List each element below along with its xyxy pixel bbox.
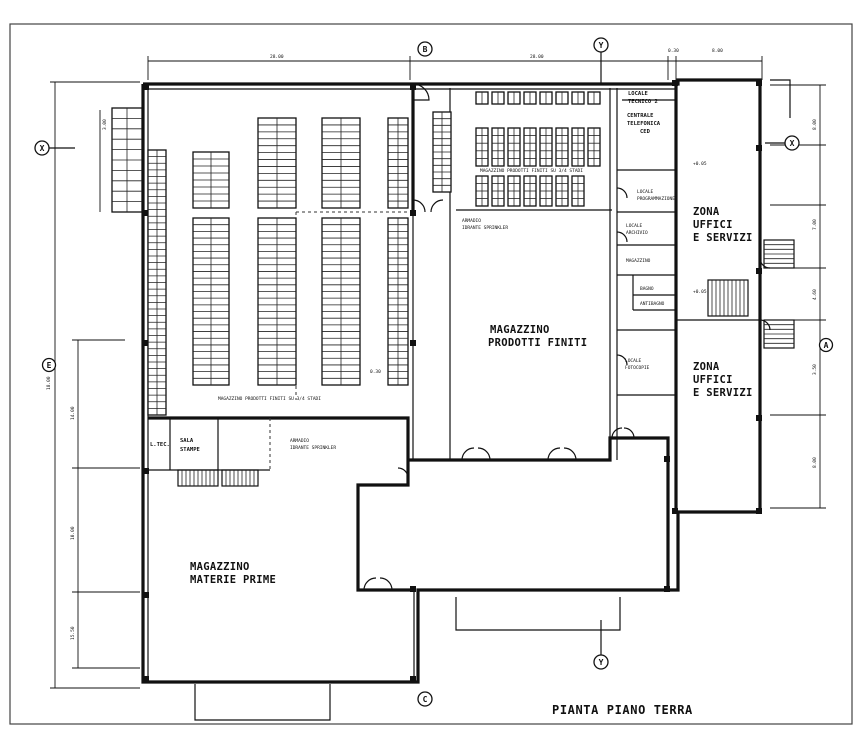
room-print-line1: SALA xyxy=(180,438,194,444)
room-offices-upper-line1: ZONA xyxy=(693,206,720,218)
axis-marker-b: B xyxy=(417,41,433,57)
level-lower: +0.05 xyxy=(693,289,707,295)
hydrant-note-1a: ARMADIO xyxy=(462,218,481,224)
svg-text:X: X xyxy=(790,139,795,148)
svg-text:X: X xyxy=(40,144,45,153)
dim-top-4: 8.00 xyxy=(712,48,723,54)
room-programming-line1: LOCALE xyxy=(637,189,654,195)
dim-left-2: 14.00 xyxy=(70,406,76,420)
dim-right-1: 8.00 xyxy=(812,119,818,130)
dim-top-1: 28.00 xyxy=(270,54,284,60)
stairs xyxy=(177,239,795,487)
shelving-note-top: MAGAZZINO PRODOTTI FINITI SU 3/4 STADI xyxy=(480,168,583,174)
room-raw-materials-line1: MAGAZZINO xyxy=(190,561,250,573)
room-programming-line2: PROGRAMMAZIONE xyxy=(637,196,675,202)
sheet-border xyxy=(9,23,853,725)
room-bathroom: BAGNO xyxy=(640,286,654,292)
room-offices-upper-line2: UFFICI xyxy=(693,219,733,231)
dim-left-1: 18.00 xyxy=(46,376,52,390)
room-phone-line3: CED xyxy=(640,129,651,135)
doors xyxy=(363,83,771,591)
dimension-labels: 28.00 28.00 0.30 8.00 18.00 14.00 10.00 … xyxy=(46,48,818,640)
svg-text:Y: Y xyxy=(599,41,604,50)
room-archive-line2: ARCHIVIO xyxy=(626,230,648,236)
section-marker-x-right: X xyxy=(765,135,800,151)
room-finished-goods-line1: MAGAZZINO xyxy=(490,324,550,336)
room-tech: L.TEC. xyxy=(150,442,170,448)
room-labels: MAGAZZINO PRODOTTI FINITI MAGAZZINO MATE… xyxy=(150,91,753,586)
svg-text:A: A xyxy=(824,341,829,350)
shelving-racks xyxy=(111,91,601,416)
room-offices-lower-line2: UFFICI xyxy=(693,374,733,386)
room-print-line2: STAMPE xyxy=(180,447,200,453)
svg-text:E: E xyxy=(47,361,52,370)
drawing-title: PIANTA PIANO TERRA xyxy=(552,703,693,717)
room-raw-materials-line2: MATERIE PRIME xyxy=(190,574,276,586)
hydrant-note-2a: ARMADIO xyxy=(290,438,309,444)
dim-right-3: 4.60 xyxy=(812,289,818,300)
room-antebathroom: ANTIBAGNO xyxy=(640,301,665,307)
room-offices-upper-line3: E SERVIZI xyxy=(693,232,753,244)
section-marker-y-bottom: Y xyxy=(593,620,609,670)
room-archive-line1: LOCALE xyxy=(626,223,643,229)
axis-marker-a: A xyxy=(818,337,834,353)
structural-columns xyxy=(143,80,762,682)
svg-text:Y: Y xyxy=(599,658,604,667)
room-copy-line1: LOCALE xyxy=(625,358,642,364)
room-storage: MAGAZZINO xyxy=(626,258,651,264)
room-offices-lower-line3: E SERVIZI xyxy=(693,387,753,399)
dim-right-4: 3.50 xyxy=(812,364,818,375)
loading-canopies xyxy=(194,79,791,721)
room-finished-goods-line2: PRODOTTI FINITI xyxy=(488,337,587,349)
dim-top-3: 0.30 xyxy=(668,48,679,54)
room-offices-lower-line1: ZONA xyxy=(693,361,720,373)
room-phone-line2: TELEFONICA xyxy=(627,121,661,127)
dim-inner: 0.30 xyxy=(370,369,381,375)
room-copy-line2: FOTOCOPIE xyxy=(625,365,650,371)
interior-walls xyxy=(148,80,760,592)
level-upper: +0.05 xyxy=(693,161,707,167)
axis-marker-c: C xyxy=(417,691,433,707)
dim-right-2: 7.00 xyxy=(812,219,818,230)
room-tech2-line2: TECNICO 2 xyxy=(628,99,658,105)
dim-left-3: 10.00 xyxy=(70,526,76,540)
section-marker-y-top: Y xyxy=(593,37,609,84)
shelving-note-bottom: MAGAZZINO PRODOTTI FINITI SU 3/4 STADI xyxy=(218,396,321,402)
room-phone-line1: CENTRALE xyxy=(627,113,654,119)
hydrant-note-2b: IDRANTE SPRINKLER xyxy=(290,445,336,451)
svg-text:C: C xyxy=(423,695,428,704)
dim-right-5: 8.00 xyxy=(812,457,818,468)
room-tech2-line1: LOCALE xyxy=(628,91,648,97)
hydrant-note-1b: IDRANTE SPRINKLER xyxy=(462,225,508,231)
axis-marker-e: E xyxy=(41,357,57,373)
svg-text:B: B xyxy=(423,45,428,54)
stair xyxy=(221,469,259,487)
dim-top-2: 28.00 xyxy=(530,54,544,60)
section-marker-x-left: X xyxy=(34,140,75,156)
dimension-lines xyxy=(50,56,826,689)
dim-left-4: 15.50 xyxy=(70,626,76,640)
dim-left-5: 3.00 xyxy=(102,119,108,130)
